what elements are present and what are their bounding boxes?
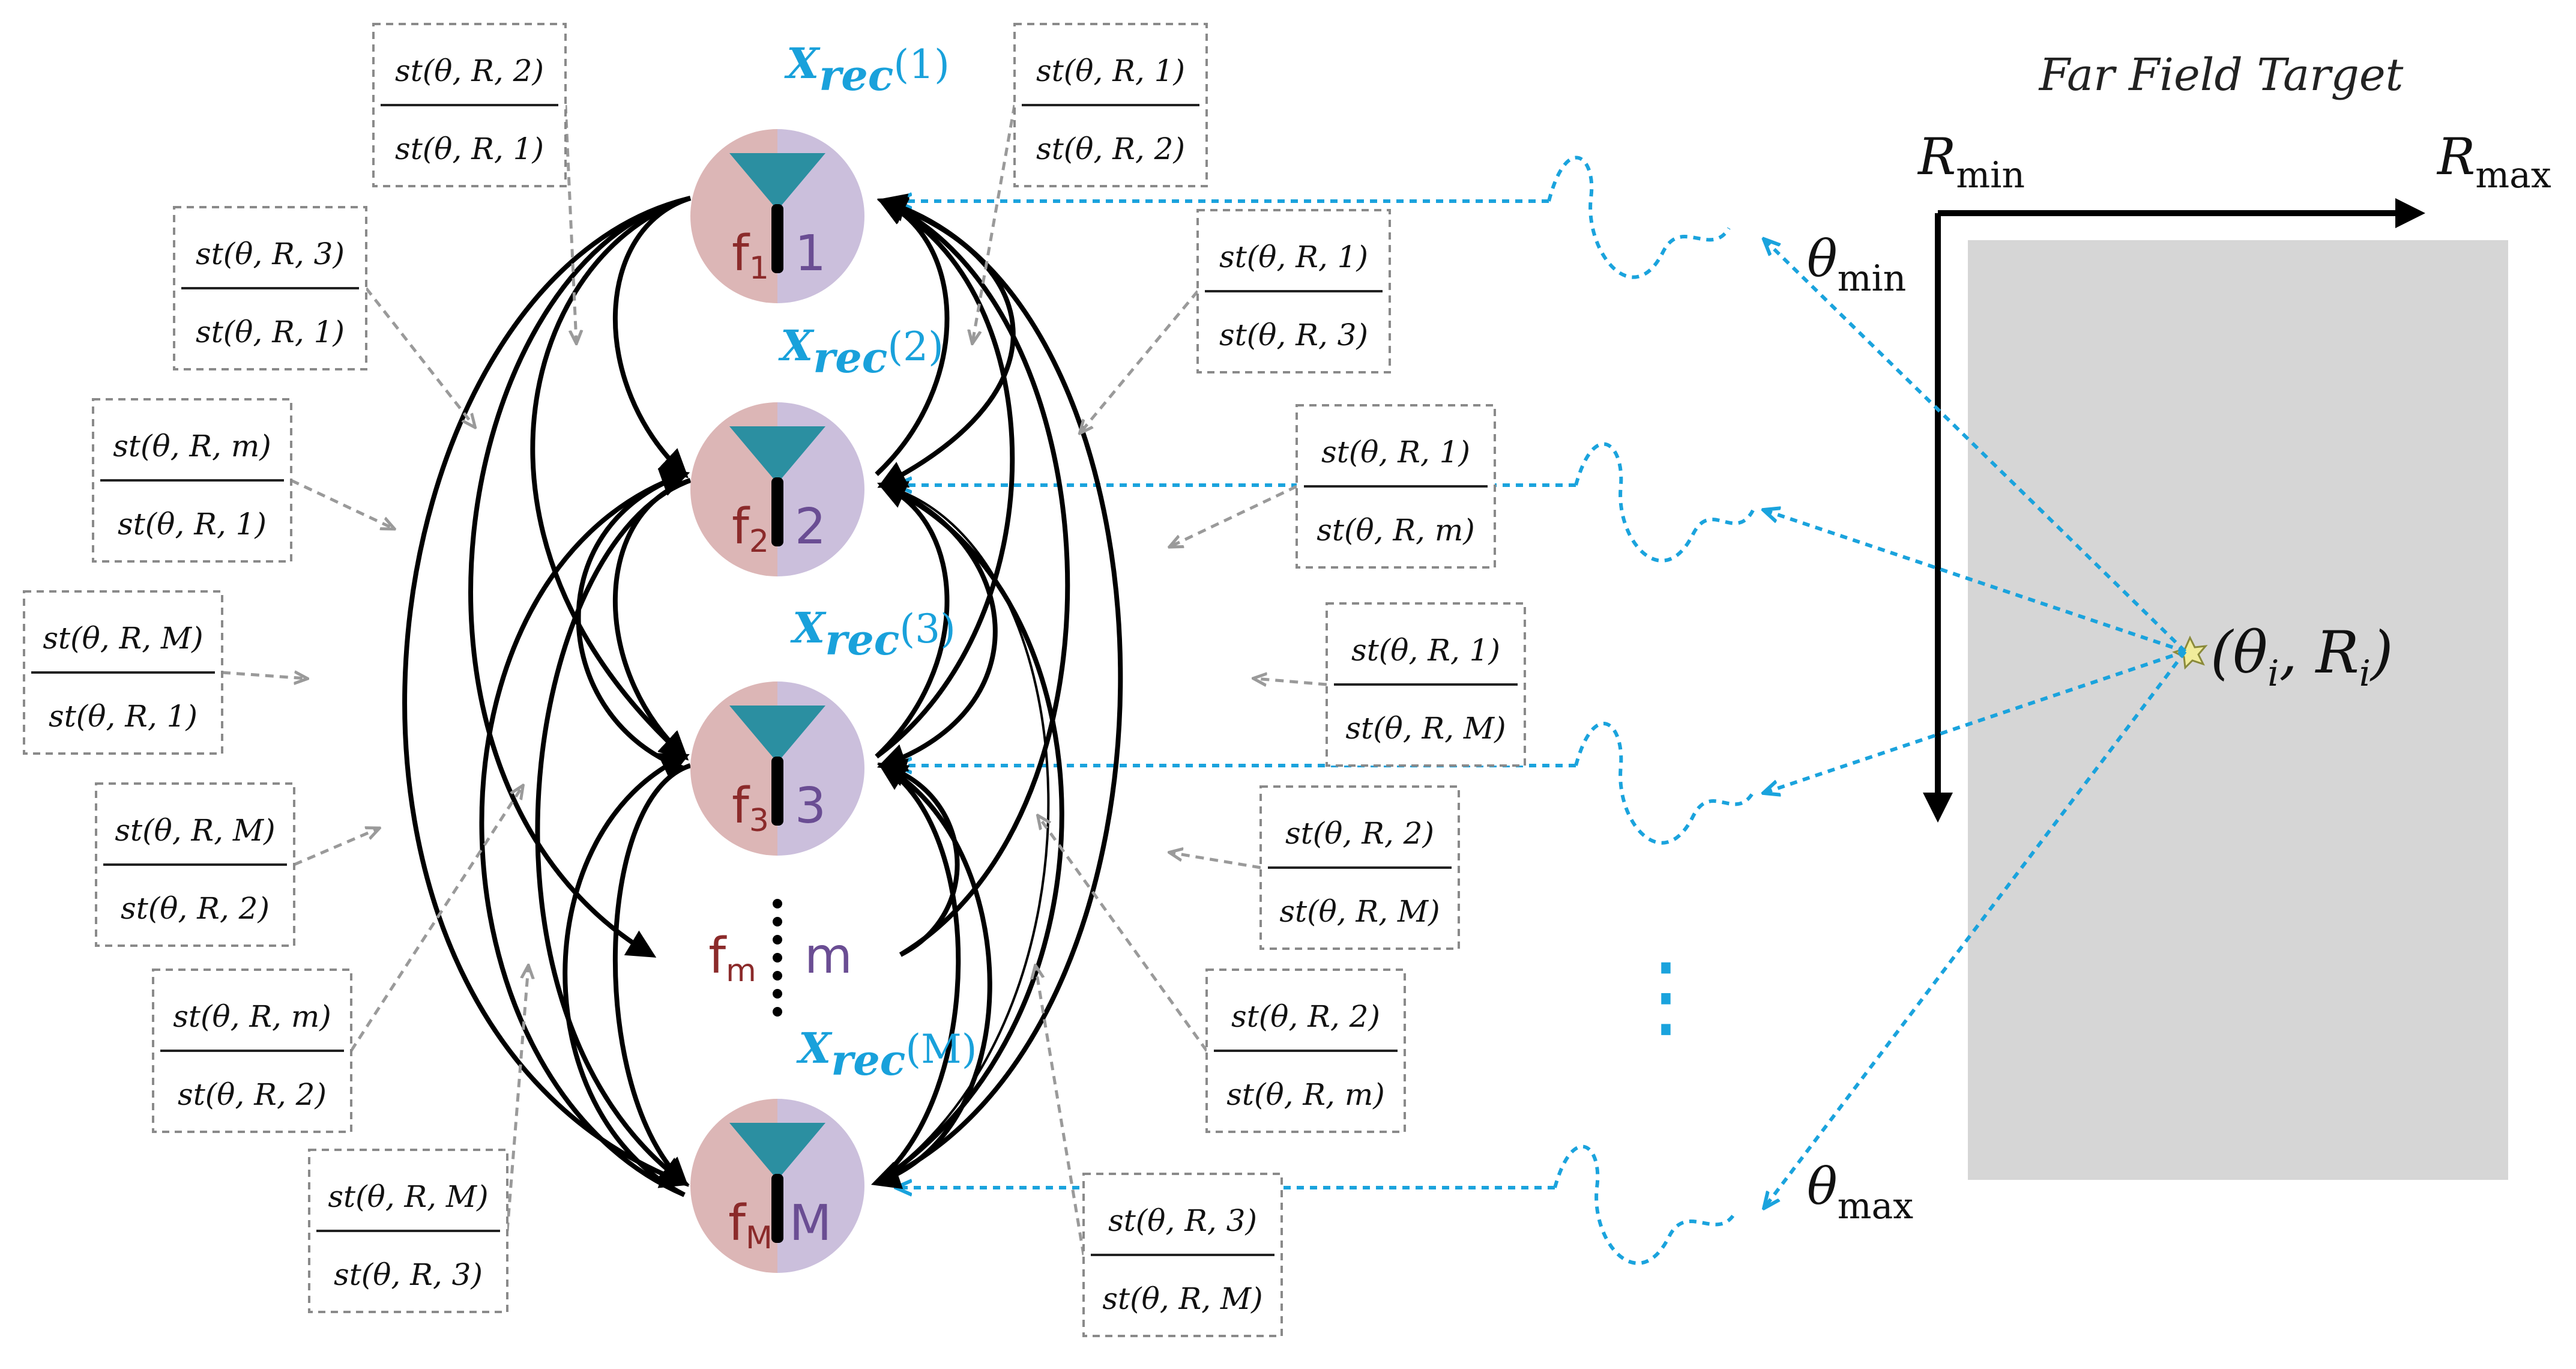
ratio-numerator: st(θ, R, M) xyxy=(43,621,203,656)
ratio-label: st(θ, R, 3) st(θ, R, M) xyxy=(1036,967,1283,1337)
far-field-title: Far Field Target xyxy=(2038,49,2404,101)
ratio-label: st(θ, R, 2) st(θ, R, M) xyxy=(1171,785,1460,950)
ratio-pointer xyxy=(365,287,474,426)
ratio-numerator: st(θ, R, m) xyxy=(173,999,331,1034)
svg-text:3: 3 xyxy=(795,778,826,835)
node-links xyxy=(402,193,1123,1197)
ratio-denominator: st(θ, R, 1) xyxy=(49,699,198,734)
node-1: f1 1 xyxy=(690,129,864,303)
svg-text:2: 2 xyxy=(795,498,826,555)
ray-M xyxy=(1765,650,2187,1207)
ratio-label: st(θ, R, M) st(θ, R, 2) xyxy=(95,782,378,947)
wave-1 xyxy=(1547,156,1731,279)
ratio-denominator: st(θ, R, M) xyxy=(1279,894,1440,929)
ratio-denominator: st(θ, R, 2) xyxy=(121,891,270,926)
signal-paths xyxy=(897,156,1755,1265)
ratio-pointer xyxy=(505,967,528,1231)
ratio-labels: st(θ, R, 2)st(θ, R, 1)st(θ, R, 1)st(θ, R… xyxy=(23,23,1526,1337)
more-rays-dots: ⋮ xyxy=(1621,944,1711,1048)
svg-text:M: M xyxy=(789,1195,832,1252)
ratio-denominator: st(θ, R, M) xyxy=(1102,1281,1262,1316)
ratio-label: st(θ, R, M) st(θ, R, 3) xyxy=(308,967,528,1313)
vertical-dots xyxy=(773,899,782,1017)
ratio-pointer xyxy=(290,479,393,528)
node-M: fM M xyxy=(690,1099,864,1273)
ratio-numerator: st(θ, R, M) xyxy=(328,1179,488,1214)
xrec-3: Xrec(3) xyxy=(790,603,956,665)
ratio-pointer xyxy=(294,829,378,866)
antenna-icon xyxy=(729,153,825,210)
ratio-denominator: st(θ, R, 1) xyxy=(395,131,544,166)
ratio-denominator: st(θ, R, 1) xyxy=(196,315,345,349)
wave-M xyxy=(1553,1144,1737,1265)
svg-text:fM: fM xyxy=(728,1195,773,1256)
svg-text:1: 1 xyxy=(795,225,826,282)
ratio-label: st(θ, R, 3) st(θ, R, 1) xyxy=(173,206,474,426)
ratio-pointer xyxy=(1171,485,1298,546)
ratio-pointer xyxy=(973,104,1016,342)
node-m: fm m xyxy=(708,899,852,1017)
ratio-label: st(θ, R, 2) st(θ, R, m) xyxy=(1039,817,1406,1133)
ratio-denominator: st(θ, R, m) xyxy=(1226,1077,1385,1112)
theta-max-label: θmax xyxy=(1807,1157,1913,1227)
ratio-label: st(θ, R, M) st(θ, R, 1) xyxy=(23,590,306,755)
ratio-pointer xyxy=(1039,817,1208,1052)
ratio-pointer xyxy=(1081,290,1199,432)
ratio-denominator: st(θ, R, 1) xyxy=(118,507,267,542)
ratio-label: st(θ, R, 1) st(θ, R, 3) xyxy=(1081,209,1391,432)
ratio-pointer xyxy=(349,787,522,1052)
ratio-numerator: st(θ, R, m) xyxy=(113,429,271,464)
ratio-denominator: st(θ, R, M) xyxy=(1345,711,1506,746)
ratio-numerator: st(θ, R, 3) xyxy=(196,237,345,271)
ratio-denominator: st(θ, R, 2) xyxy=(1036,131,1185,166)
svg-text:f1: f1 xyxy=(732,225,769,286)
far-field-panel: Far Field Target Rmin Rmax θmin θmax (θi… xyxy=(1621,49,2551,1227)
ratio-numerator: st(θ, R, 1) xyxy=(1219,240,1368,274)
target-area xyxy=(1968,240,2508,1180)
ratio-label: st(θ, R, 1) st(θ, R, M) xyxy=(1255,602,1526,767)
ratio-label: st(θ, R, m) st(θ, R, 2) xyxy=(152,787,522,1133)
ratio-pointer xyxy=(222,672,306,678)
ratio-label: st(θ, R, 2) st(θ, R, 1) xyxy=(372,23,576,342)
ratio-denominator: st(θ, R, 3) xyxy=(1219,318,1368,352)
r-max-label: Rmax xyxy=(2436,127,2551,196)
xrec-1: Xrec(1) xyxy=(784,38,950,100)
ratio-label: st(θ, R, 1) st(θ, R, 2) xyxy=(973,23,1208,342)
ratio-numerator: st(θ, R, 1) xyxy=(1351,633,1500,668)
ratio-numerator: st(θ, R, 1) xyxy=(1036,53,1185,88)
antenna-icon xyxy=(729,426,825,483)
node-3: f3 3 xyxy=(690,681,864,856)
ray-1 xyxy=(1765,240,2187,653)
ratio-denominator: st(θ, R, 2) xyxy=(178,1077,327,1112)
xrec-M: Xrec(M) xyxy=(796,1023,977,1085)
ratio-pointer xyxy=(1036,967,1085,1256)
ratio-numerator: st(θ, R, M) xyxy=(115,813,275,848)
node-2: f2 2 xyxy=(690,402,864,576)
ratio-numerator: st(θ, R, 2) xyxy=(1285,816,1434,851)
ratio-label: st(θ, R, m) st(θ, R, 1) xyxy=(92,398,393,563)
ratio-pointer xyxy=(564,104,576,342)
ratio-numerator: st(θ, R, 2) xyxy=(1231,999,1380,1034)
ratio-pointer xyxy=(1171,853,1261,869)
ratio-numerator: st(θ, R, 3) xyxy=(1108,1203,1257,1238)
target-label: (θi, Ri) xyxy=(2210,619,2393,695)
xrec-2: Xrec(2) xyxy=(778,321,944,382)
svg-text:m: m xyxy=(804,928,852,985)
ratio-denominator: st(θ, R, 3) xyxy=(334,1257,483,1292)
svg-text:fm: fm xyxy=(708,928,756,989)
ratio-denominator: st(θ, R, m) xyxy=(1317,513,1475,548)
ratio-numerator: st(θ, R, 2) xyxy=(395,53,544,88)
ratio-numerator: st(θ, R, 1) xyxy=(1321,435,1470,470)
ratio-pointer xyxy=(1255,678,1327,684)
r-min-label: Rmin xyxy=(1917,127,2025,196)
svg-text:f3: f3 xyxy=(732,778,769,839)
svg-text:f2: f2 xyxy=(732,498,769,560)
theta-min-label: θmin xyxy=(1807,229,1906,300)
antenna-icon xyxy=(729,1123,825,1180)
wave-2 xyxy=(1574,442,1755,563)
antenna-icon xyxy=(729,706,825,763)
wave-3 xyxy=(1574,722,1755,845)
ratio-label: st(θ, R, 1) st(θ, R, m) xyxy=(1171,404,1496,569)
